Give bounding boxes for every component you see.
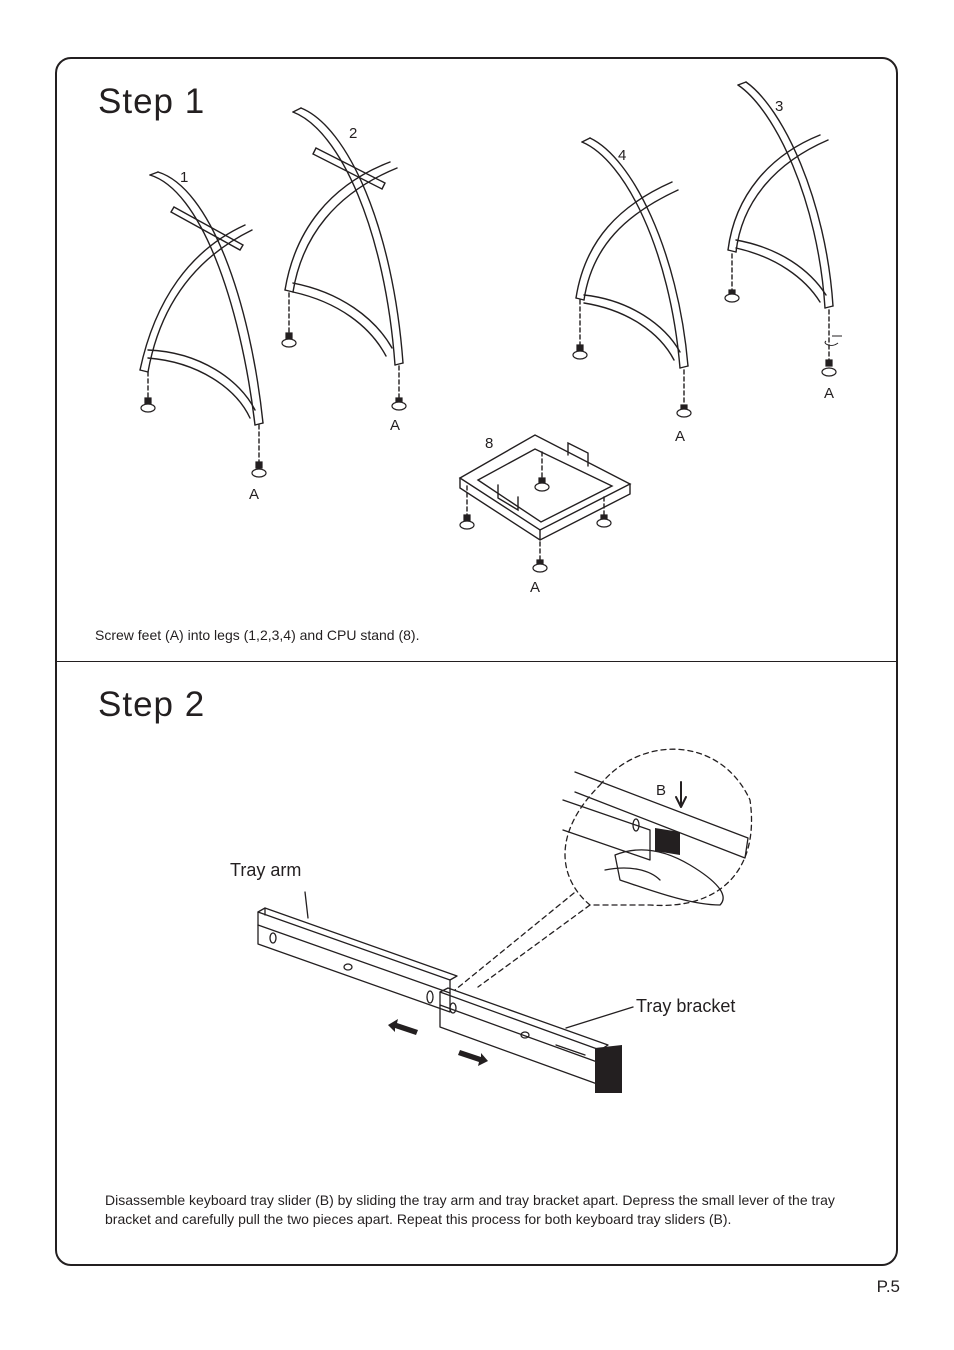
part-label-3: 3	[775, 98, 784, 115]
slider-label-b: B	[656, 782, 667, 799]
arrow-right-icon	[458, 1050, 488, 1066]
foot-label-a: A	[390, 417, 401, 434]
tray-arm-label: Tray arm	[230, 860, 302, 880]
foot-icon	[459, 514, 475, 530]
step2-caption: Disassemble keyboard tray slider (B) by …	[105, 1192, 835, 1227]
tray-bracket	[439, 987, 609, 1086]
part-label-1: 1	[180, 169, 189, 186]
slider-end-cap	[595, 1045, 622, 1093]
step-divider	[55, 661, 898, 662]
step1-caption: Screw feet (A) into legs (1,2,3,4) and C…	[95, 627, 420, 643]
detail-callout	[564, 748, 753, 907]
part-label-4: 4	[618, 147, 627, 164]
part-label-8: 8	[485, 435, 494, 452]
leg-4	[575, 137, 689, 406]
foot-icon	[676, 404, 692, 418]
step2-title: Step 2	[98, 685, 206, 724]
foot-icon	[821, 359, 837, 377]
feet-group	[140, 289, 837, 573]
foot-icon	[596, 514, 612, 528]
slider-detail	[562, 771, 749, 906]
foot-label-a: A	[249, 486, 260, 503]
foot-icon	[572, 344, 588, 360]
step1-title: Step 1	[98, 82, 206, 121]
foot-icon	[534, 477, 550, 492]
foot-label-a: A	[530, 579, 541, 596]
leg-3	[727, 81, 834, 361]
foot-icon	[140, 397, 156, 413]
part-label-2: 2	[349, 125, 358, 142]
foot-icon	[532, 559, 548, 573]
cpu-stand-8	[458, 434, 632, 561]
foot-icon	[281, 332, 297, 348]
leg-2	[284, 107, 404, 399]
foot-icon	[391, 397, 407, 411]
tray-arm	[257, 907, 458, 1013]
leg-1	[139, 171, 264, 463]
foot-label-a: A	[675, 428, 686, 445]
slide-arrows	[388, 1019, 488, 1066]
arrow-left-icon	[388, 1019, 418, 1035]
foot-label-a: A	[824, 385, 835, 402]
lever-detail	[655, 828, 680, 855]
press-arrow-icon	[675, 781, 687, 808]
tray-bracket-label: Tray bracket	[636, 996, 736, 1016]
rotate-arrow-icon	[824, 335, 842, 346]
foot-icon	[251, 461, 267, 478]
page-number: P.5	[876, 1277, 900, 1296]
foot-icon	[724, 289, 740, 303]
